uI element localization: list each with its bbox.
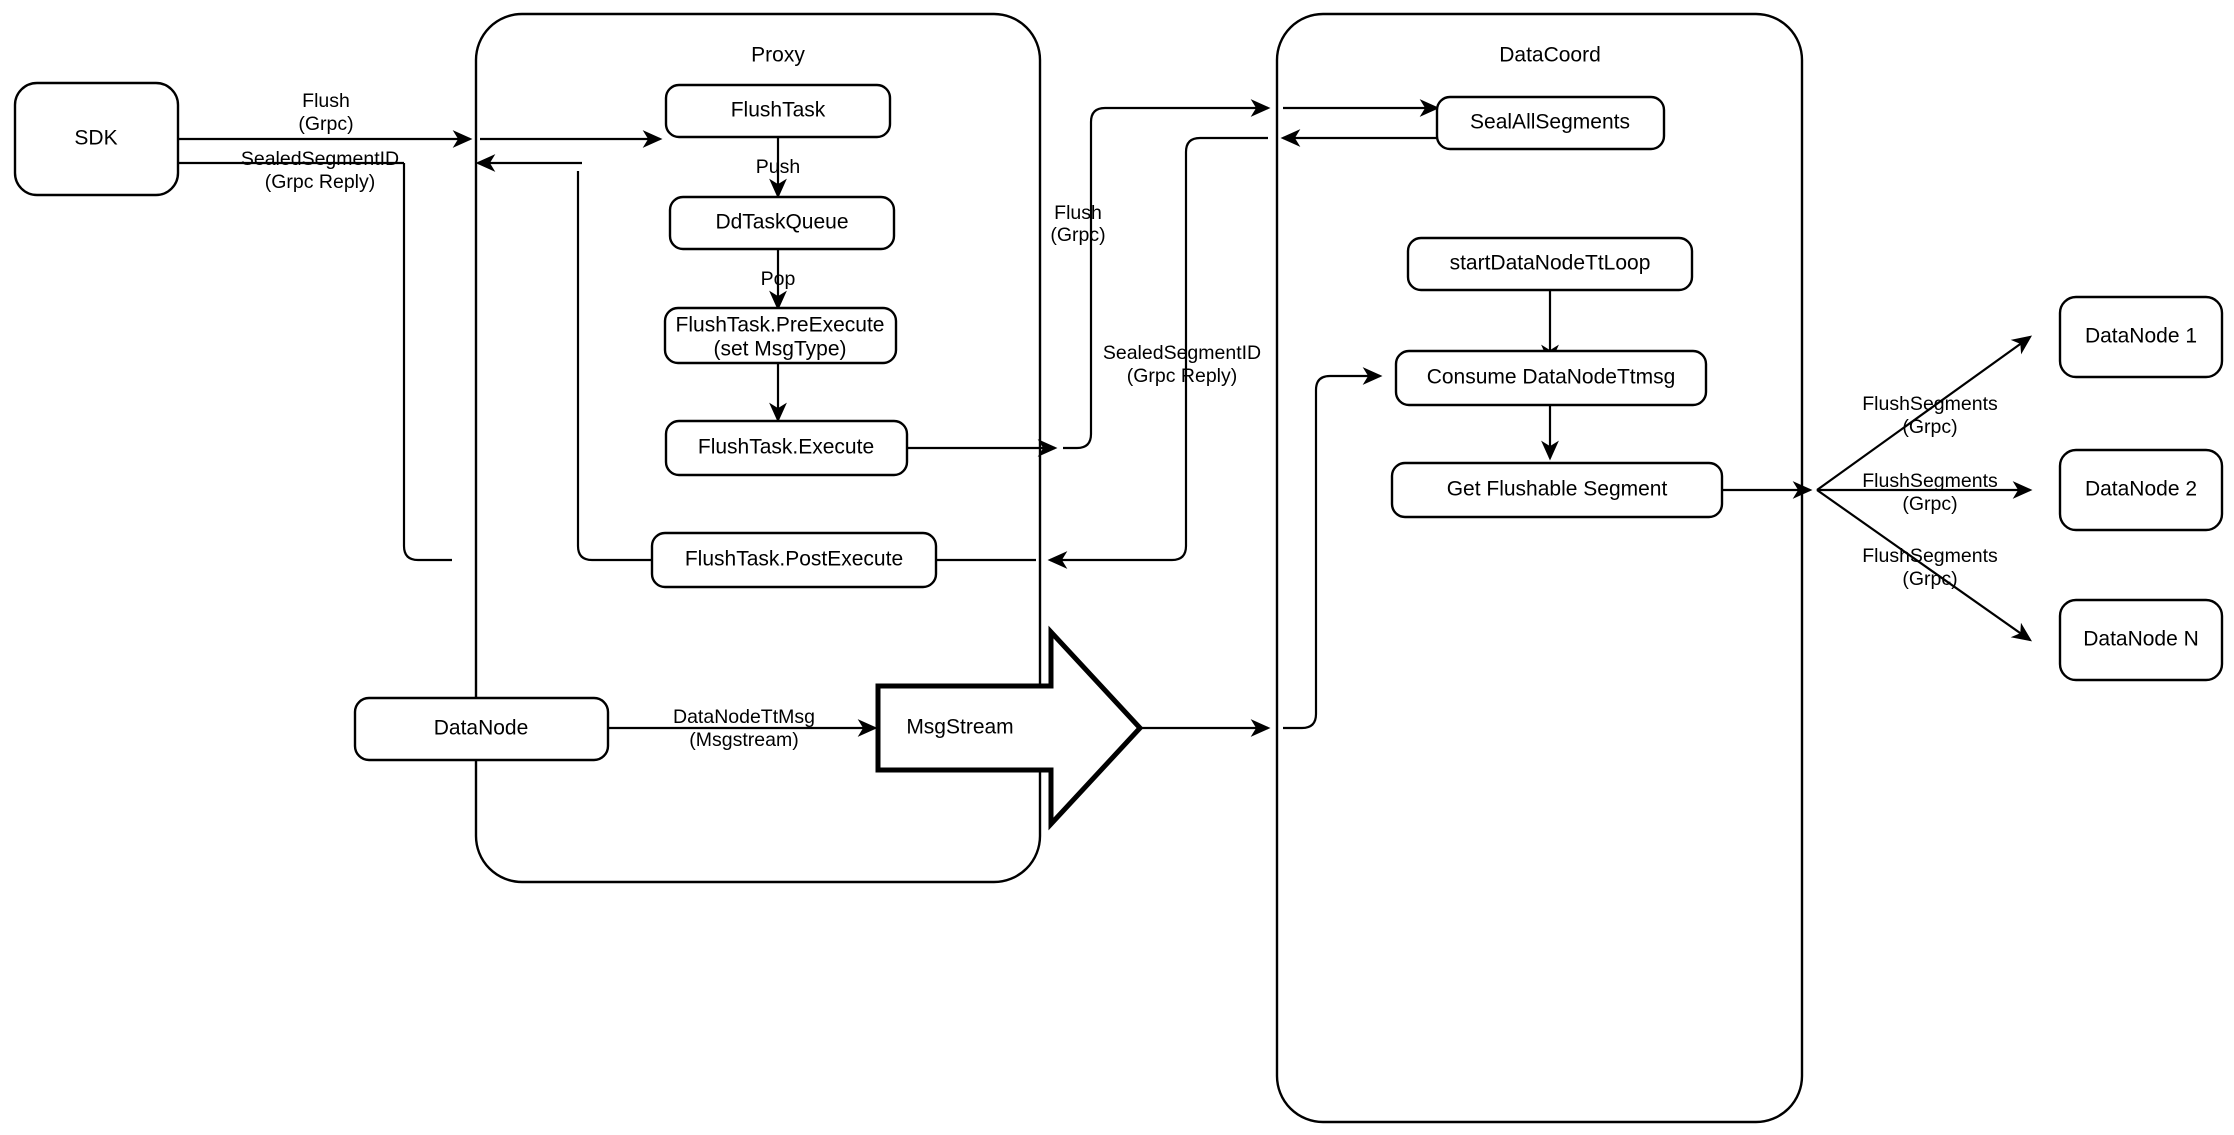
node-flushtask-postexecute-label: FlushTask.PostExecute (685, 548, 903, 571)
node-flushtask-execute-label: FlushTask.Execute (698, 436, 874, 459)
edgelabel-flush-datanode2-line1: FlushSegments (1862, 470, 1998, 492)
group-datacoord: DataCoord (1275, 12, 1804, 1124)
edgelabel-sdk-to-proxy-line2: (Grpc) (298, 113, 353, 135)
node-flushtask-postexecute[interactable]: FlushTask.PostExecute (650, 531, 938, 589)
edge-sealed-reply-to-proxy (1047, 136, 1268, 569)
edgelabel-flush-datanode1-line1: FlushSegments (1862, 393, 1998, 415)
edgelabel-flush-datanode1: FlushSegments (Grpc) (1862, 393, 1998, 438)
edgelabel-datanode-to-msgstream: DataNodeTtMsg (Msgstream) (673, 706, 815, 751)
edge-datacoord-msgstream-to-consume (1283, 367, 1383, 730)
edge-innerreturn-vertical (576, 171, 662, 562)
node-consume-datanodettmsg[interactable]: Consume DataNodeTtmsg (1394, 349, 1708, 407)
node-flushtask-label: FlushTask (731, 99, 826, 122)
edge-flush-grpc-to-datacoord (1063, 99, 1271, 450)
edgelabel-pop: Pop (761, 268, 796, 290)
node-datanode-1-label: DataNode 1 (2085, 325, 2197, 348)
node-flushtask[interactable]: FlushTask (664, 83, 892, 139)
edgelabel-flush-datanode2-line2: (Grpc) (1902, 493, 1957, 515)
edgelabel-flush-datanoden-line1: FlushSegments (1862, 545, 1998, 567)
node-datanode-1[interactable]: DataNode 1 (2058, 295, 2224, 379)
node-get-flushable-segment[interactable]: Get Flushable Segment (1390, 461, 1724, 519)
edgelabel-datanode-to-msgstream-line1: DataNodeTtMsg (673, 706, 815, 728)
node-sealallsegments[interactable]: SealAllSegments (1435, 95, 1666, 151)
node-sdk-label: SDK (74, 127, 117, 150)
edgelabel-datacoord-to-proxy-line2: (Grpc Reply) (1127, 365, 1238, 387)
edgelabel-datacoord-to-proxy: SealedSegmentID (Grpc Reply) (1103, 342, 1261, 387)
edgelabel-push-line1: Push (756, 156, 800, 178)
node-msgstream[interactable]: MsgStream (875, 625, 1144, 831)
node-datanode-n[interactable]: DataNode N (2058, 598, 2224, 682)
node-get-flushable-segment-label: Get Flushable Segment (1447, 478, 1668, 501)
edgelabel-proxy-to-datacoord-line2: (Grpc) (1050, 224, 1105, 246)
edgelabel-proxy-to-sdk-line2: (Grpc Reply) (265, 171, 376, 193)
edgelabel-flush-datanoden: FlushSegments (Grpc) (1862, 545, 1998, 590)
edgelabel-sdk-to-proxy-line1: Flush (302, 90, 350, 112)
node-startdatanodettloop-label: startDataNodeTtLoop (1450, 252, 1651, 275)
edgelabel-datanode-to-msgstream-line2: (Msgstream) (689, 729, 798, 751)
node-datanode-bottom[interactable]: DataNode (353, 696, 610, 762)
node-consume-datanodettmsg-label: Consume DataNodeTtmsg (1427, 366, 1676, 389)
node-flushtask-preexecute-label-2: (set MsgType) (713, 338, 846, 361)
edgelabel-pop-line1: Pop (761, 268, 796, 290)
node-flushtask-execute[interactable]: FlushTask.Execute (664, 419, 909, 477)
node-sdk[interactable]: SDK (13, 81, 180, 197)
edgelabel-proxy-to-sdk-line1: SealedSegmentID (241, 148, 399, 170)
node-flushtask-preexecute-label-1: FlushTask.PreExecute (676, 314, 885, 337)
node-datanode-2[interactable]: DataNode 2 (2058, 448, 2224, 532)
edgelabel-datacoord-to-proxy-line1: SealedSegmentID (1103, 342, 1261, 364)
node-sealallsegments-label: SealAllSegments (1470, 111, 1630, 134)
edgelabel-proxy-to-datacoord: Flush (Grpc) (1050, 202, 1105, 246)
node-msgstream-label: MsgStream (906, 716, 1013, 739)
group-proxy-label: Proxy (751, 44, 805, 67)
edgelabel-sdk-to-proxy: Flush (Grpc) (298, 90, 353, 135)
node-datanode-bottom-label: DataNode (434, 717, 529, 740)
edgelabel-flush-datanode2: FlushSegments (Grpc) (1862, 470, 1998, 515)
edgelabel-push: Push (756, 156, 800, 178)
node-datanode-n-label: DataNode N (2083, 628, 2199, 651)
edge-hub-to-datanoden (1816, 489, 2033, 642)
edgelabel-flush-datanoden-line2: (Grpc) (1902, 568, 1957, 590)
edgelabel-proxy-to-datacoord-line1: Flush (1054, 202, 1102, 224)
node-flushtask-preexecute[interactable]: FlushTask.PreExecute (set MsgType) (663, 306, 898, 365)
group-datacoord-label: DataCoord (1499, 44, 1601, 67)
edgelabel-proxy-to-sdk: SealedSegmentID (Grpc Reply) (241, 148, 399, 193)
node-ddtaskqueue-label: DdTaskQueue (715, 211, 848, 234)
node-ddtaskqueue[interactable]: DdTaskQueue (668, 195, 896, 251)
edgelabel-flush-datanode1-line2: (Grpc) (1902, 416, 1957, 438)
node-startdatanodettloop[interactable]: startDataNodeTtLoop (1406, 236, 1694, 292)
node-datanode-2-label: DataNode 2 (2085, 478, 2197, 501)
edge-hub-to-datanode1 (1816, 335, 2033, 491)
edge-postexecute-to-sdk-path (402, 163, 452, 562)
